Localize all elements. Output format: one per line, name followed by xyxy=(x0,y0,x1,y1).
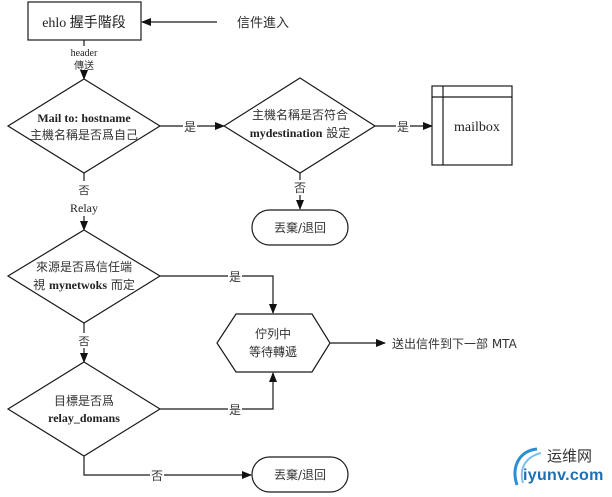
mynetworks-prefix: 視 xyxy=(33,277,49,292)
header-label: header xyxy=(71,48,98,59)
mydestination-keyword: mydestination xyxy=(250,126,323,140)
mydestination-suffix: 設定 xyxy=(322,125,350,140)
edge-label-yes-4: 是 xyxy=(229,403,241,417)
decision-relay-domains-line1: 目標是否爲 xyxy=(54,394,114,408)
decision-hostname xyxy=(6,78,162,174)
decision-mydestination-line1: 主機名稱是否符合 xyxy=(252,107,348,122)
edge-label-no-2: 否 xyxy=(79,184,90,197)
ehlo-stage-box xyxy=(27,1,142,41)
send-label: 傳送 xyxy=(74,59,94,72)
mynetworks-keyword: mynetwoks xyxy=(49,278,107,292)
edge-mynetworks-yes xyxy=(160,275,277,314)
mailbox-box xyxy=(431,85,513,166)
edge-label-yes-2: 是 xyxy=(397,120,409,134)
watermark-cn: 运维网 xyxy=(547,447,593,465)
decision-hostname-line2: 主機名稱是否爲自己 xyxy=(30,127,138,142)
edge-relay-domains-yes xyxy=(160,372,277,410)
queue-line1: 佇列中 xyxy=(255,326,291,341)
edge-relay-domains-no xyxy=(83,456,252,479)
decision-mynetworks-line2: 視 mynetwoks 而定 xyxy=(33,277,135,292)
edge-label-no-1: 否 xyxy=(294,181,306,195)
decision-relay-domains-line2: relay_domans xyxy=(48,411,120,425)
queue-hexagon xyxy=(216,313,331,373)
discard-label-2: 丟棄/退回 xyxy=(274,467,326,482)
mynetworks-suffix: 而定 xyxy=(107,277,135,292)
queue-line2: 等待轉遞 xyxy=(249,344,297,359)
mailbox-label: mailbox xyxy=(454,120,500,135)
edge-label-yes-3: 是 xyxy=(229,270,241,284)
watermark: 运维网 iyunv.com xyxy=(505,445,610,495)
decision-hostname-line1: Mail to: hostname xyxy=(37,111,131,125)
ehlo-stage-label: ehlo 握手階段 xyxy=(42,15,126,31)
discard-terminal-1 xyxy=(251,209,349,246)
edge-label-no-3: 否 xyxy=(79,335,90,348)
decision-mydestination-line2: mydestination 設定 xyxy=(250,125,351,140)
decision-mynetworks xyxy=(6,229,162,324)
discard-label-1: 丟棄/退回 xyxy=(274,220,326,235)
watermark-en: iyunv.com xyxy=(523,467,604,484)
decision-mynetworks-line1: 來源是否爲信任端 xyxy=(36,260,132,274)
edge-label-yes-1: 是 xyxy=(184,120,196,134)
watermark-swoosh-icon xyxy=(513,447,542,486)
send-next-mta-label: 送出信件到下一部 MTA xyxy=(392,336,518,351)
incoming-label: 信件進入 xyxy=(237,16,289,31)
decision-relay-domains xyxy=(6,361,162,457)
edge-label-no-4: 否 xyxy=(151,469,163,483)
discard-terminal-2 xyxy=(251,456,349,493)
edge-label-relay: Relay xyxy=(70,201,98,215)
